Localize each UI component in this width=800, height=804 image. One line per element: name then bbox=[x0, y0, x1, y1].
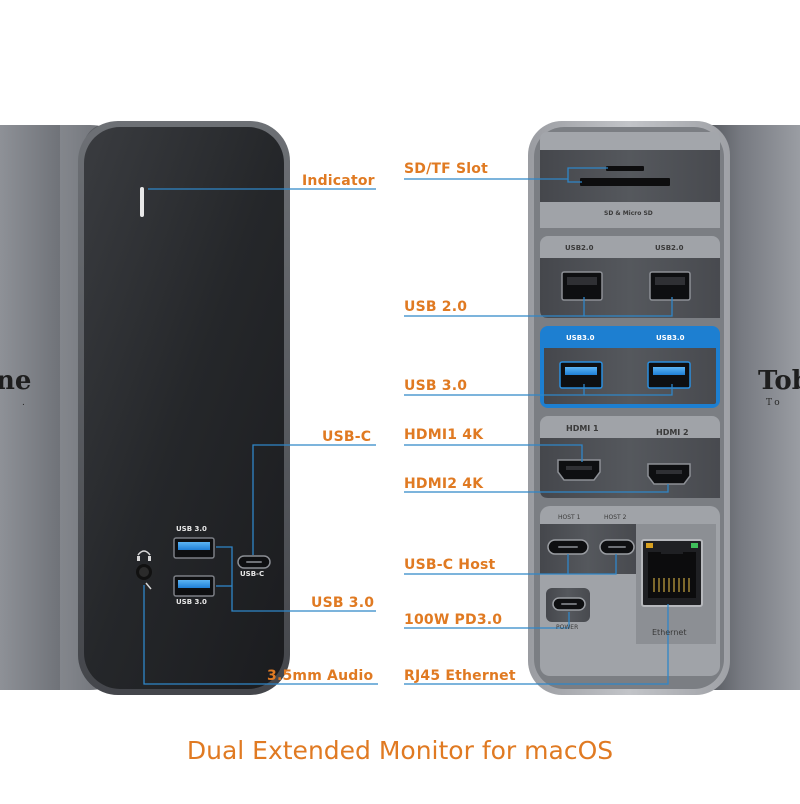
host2-label: HOST 2 bbox=[604, 514, 627, 521]
leader-hdmi1 bbox=[404, 444, 583, 462]
front-usb3-port-top bbox=[173, 537, 215, 559]
hdmi-panel bbox=[540, 416, 720, 498]
hdmi1-label: HDMI 1 bbox=[566, 424, 599, 433]
leader-sd bbox=[404, 167, 608, 180]
front-usb3-port-bottom bbox=[173, 575, 215, 597]
callout-hdmi2: HDMI2 4K bbox=[404, 476, 484, 492]
leader-usbc-left bbox=[252, 444, 376, 555]
callout-usb2: USB 2.0 bbox=[404, 299, 468, 315]
callout-usb-c-host: USB-C Host bbox=[404, 557, 496, 573]
callout-indicator: Indicator bbox=[302, 173, 375, 189]
usb2-right-label: USB2.0 bbox=[655, 244, 684, 252]
callout-pd: 100W PD3.0 bbox=[404, 612, 503, 628]
front-usb3-top-label: USB 3.0 bbox=[176, 525, 207, 533]
callout-sd-tf-slot: SD/TF Slot bbox=[404, 161, 488, 177]
leader-usb3-right-b bbox=[584, 384, 673, 396]
usb3-right-label: USB3.0 bbox=[656, 334, 685, 342]
indicator-led bbox=[140, 187, 144, 217]
callout-usb3-right: USB 3.0 bbox=[404, 378, 468, 394]
usb2-panel bbox=[540, 236, 720, 318]
footer-caption: Dual Extended Monitor for macOS bbox=[186, 736, 614, 765]
left-device-front-face bbox=[84, 127, 284, 689]
sd-card-label: SD & Micro SD bbox=[604, 210, 653, 217]
leader-lines bbox=[143, 167, 673, 685]
usb2-left-label: USB2.0 bbox=[565, 244, 594, 252]
host-panel bbox=[540, 506, 720, 676]
callout-audio: 3.5mm Audio bbox=[267, 668, 374, 684]
brand-fragment-right: Tob bbox=[758, 366, 800, 396]
front-usbc-label: USB-C bbox=[240, 570, 265, 578]
leader-hdmi2 bbox=[404, 484, 669, 493]
host1-label: HOST 1 bbox=[558, 514, 581, 521]
ethernet-label: Ethernet bbox=[652, 628, 687, 637]
power-label: POWER bbox=[556, 624, 579, 631]
sd-panel bbox=[540, 132, 720, 228]
hdmi2-label: HDMI 2 bbox=[656, 428, 689, 437]
callout-hdmi1: HDMI1 4K bbox=[404, 427, 484, 443]
audio-jack bbox=[136, 550, 152, 590]
leader-usb2-b bbox=[584, 297, 673, 317]
leader-pd bbox=[404, 612, 570, 629]
callout-usb3-left: USB 3.0 bbox=[311, 595, 375, 611]
brand-sub-fragment-left: . bbox=[22, 398, 28, 408]
leader-host bbox=[404, 554, 617, 575]
front-usbc-port bbox=[237, 555, 271, 569]
callout-rj45: RJ45 Ethernet bbox=[404, 668, 516, 684]
leader-rj45 bbox=[404, 604, 669, 685]
leader-audio bbox=[143, 585, 378, 685]
brand-sub-fragment-right: To bbox=[766, 398, 783, 408]
brand-fragment-left: ne bbox=[0, 366, 32, 396]
callout-usb-c: USB-C bbox=[322, 429, 372, 445]
usb3-panel bbox=[540, 326, 720, 408]
leader-usb3-left bbox=[216, 546, 376, 612]
leader-sd-b bbox=[567, 179, 582, 183]
usb3-left-label: USB3.0 bbox=[566, 334, 595, 342]
front-usb3-bottom-label: USB 3.0 bbox=[176, 598, 207, 606]
